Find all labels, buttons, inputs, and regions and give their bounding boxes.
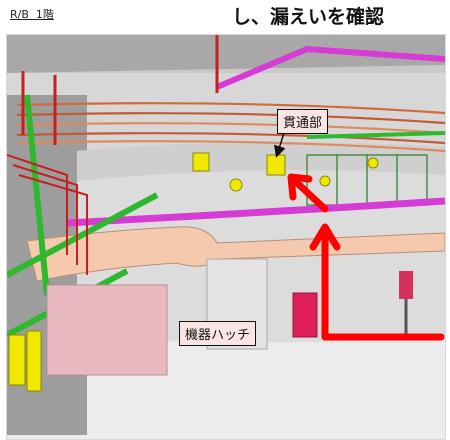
magenta-pipe-upper bbox=[215, 45, 445, 90]
slide-title: し、漏えいを確認 bbox=[232, 6, 385, 28]
red-vertical-pipes bbox=[21, 35, 219, 145]
route-arrow bbox=[287, 173, 445, 341]
magenta-valve bbox=[399, 271, 413, 299]
containment-wall-shade bbox=[77, 141, 445, 181]
brown-pipe-bands bbox=[16, 102, 445, 153]
reactor-building-3d-view: 貫通部 機器ハッチ bbox=[6, 34, 446, 440]
red-cabinet bbox=[292, 292, 318, 338]
beige-duct bbox=[26, 226, 445, 282]
ceiling-beam bbox=[7, 35, 445, 73]
magenta-pipe-lower bbox=[66, 197, 445, 227]
green-pipe-upper bbox=[306, 131, 445, 139]
yellow-equipment bbox=[8, 330, 42, 392]
pink-equipment bbox=[46, 284, 168, 376]
red-pipes-left bbox=[7, 154, 88, 275]
equipment-hatch-callout: 機器ハッチ bbox=[179, 321, 257, 346]
page-label: R/B 1階 bbox=[10, 8, 54, 21]
penetration-callout: 貫通部 bbox=[277, 109, 329, 134]
yellow-valves bbox=[192, 152, 379, 192]
